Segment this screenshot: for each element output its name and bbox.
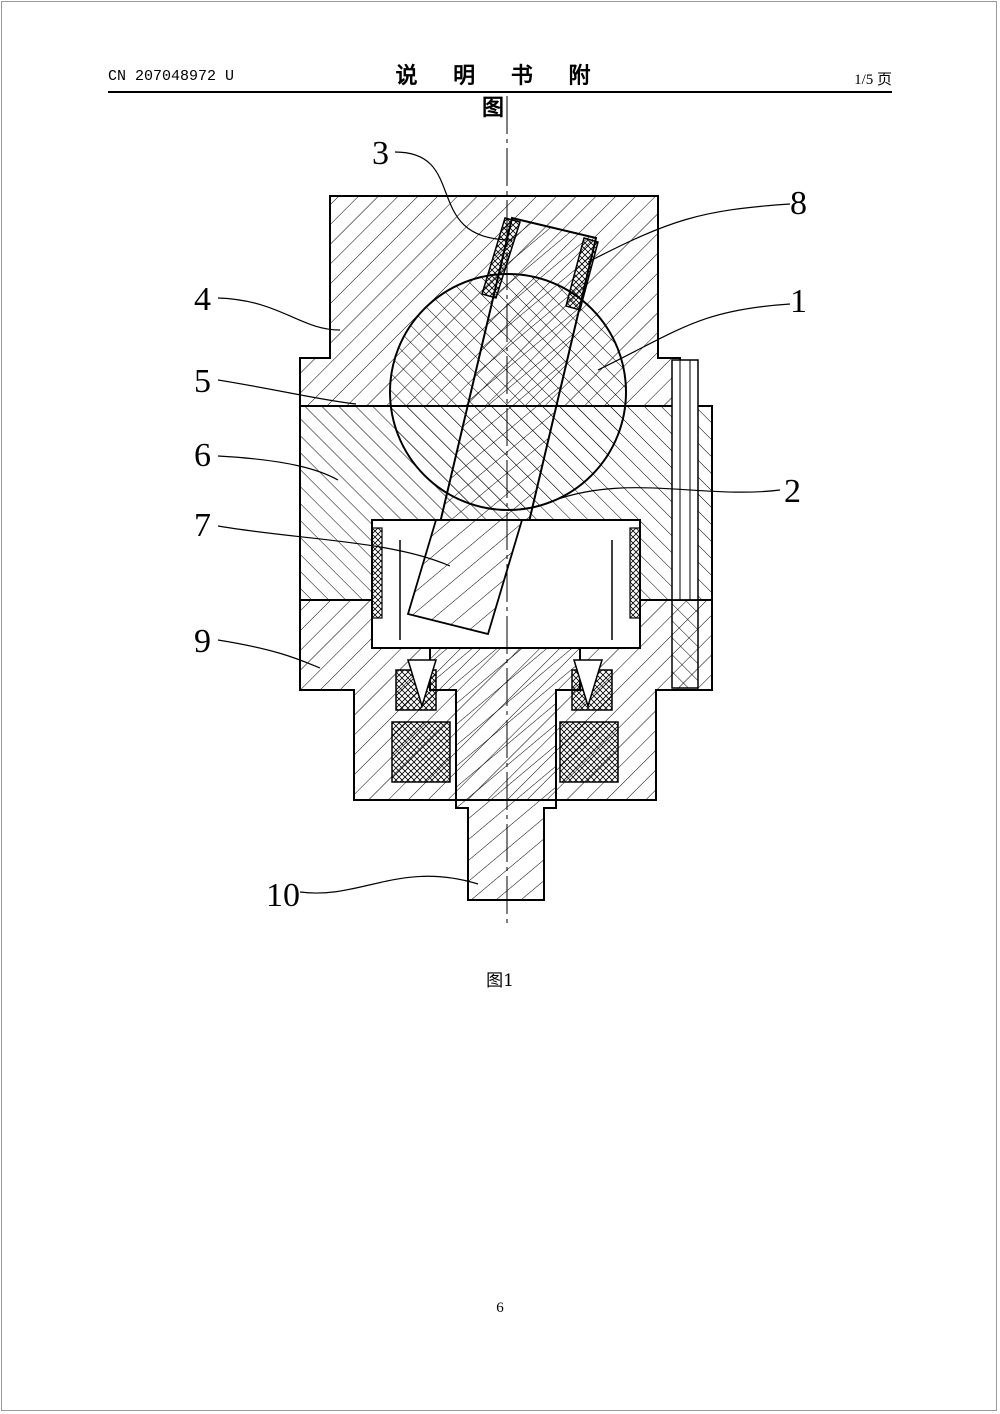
- seal-ring-part: [481, 217, 521, 299]
- figure-caption: 图1: [486, 971, 514, 991]
- part-label: 2: [784, 473, 801, 510]
- lever-part: [406, 519, 524, 636]
- patent-number: CN 207048972 U: [108, 68, 235, 85]
- part-label: 10: [266, 877, 300, 914]
- part-label: 3: [372, 135, 389, 172]
- page-title: 说 明 书 附 图: [395, 64, 605, 121]
- part-label: 9: [194, 623, 211, 660]
- part-label: 1: [790, 283, 807, 320]
- header-rule: [108, 91, 892, 93]
- seal-ring-part: [565, 237, 599, 311]
- part-label: 5: [194, 363, 211, 400]
- part-label: 4: [194, 281, 211, 318]
- part-label: 7: [194, 507, 211, 544]
- part-label: 6: [194, 437, 211, 474]
- page-count: 1/5 页: [854, 72, 892, 88]
- part-label: 8: [790, 185, 807, 222]
- page-number: 6: [496, 1300, 504, 1316]
